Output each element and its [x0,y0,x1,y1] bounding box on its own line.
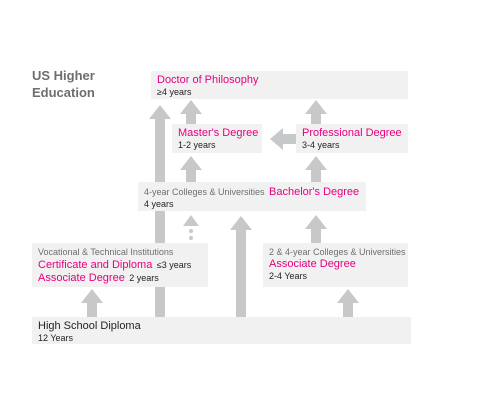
associate-duration: 2-4 Years [269,271,308,281]
highschool-duration: 12 Years [38,333,74,343]
vocational-associate-duration: 2 years [129,273,159,283]
box-bachelors-degree: 4-year Colleges & Universities Bachelor'… [138,182,366,211]
associate-institution: 2 & 4-year Colleges & Universities [269,247,406,257]
box-masters-degree: Master's Degree 1-2 years [172,124,262,153]
professional-label: Professional Degree [302,127,402,139]
arrow-hs-to-associate [337,289,359,317]
bachelor-institution: 4-year Colleges & Universities [144,187,265,197]
box-associate-degree: 2 & 4-year Colleges & Universities Assoc… [263,243,408,287]
box-vocational-technical: Vocational & Technical Institutions Cert… [32,243,208,287]
masters-duration: 1-2 years [178,140,216,150]
bachelor-duration: 4 years [144,199,174,209]
box-high-school-diploma: High School Diploma 12 Years [32,317,411,344]
arrow-bachelor-to-masters [180,156,202,182]
arrow-masters-to-professional [270,128,296,150]
vocational-associate-label: Associate Degree [38,272,125,284]
highschool-label: High School Diploma [38,320,141,332]
masters-label: Master's Degree [178,127,259,139]
certificate-label: Certificate and Diploma [38,259,153,271]
arrow-associate-to-bachelor [305,215,327,243]
box-professional-degree: Professional Degree 3-4 years [296,124,408,153]
title-line-1: US Higher [32,68,95,83]
phd-duration: ≥4 years [157,87,192,97]
box-doctor-of-philosophy: Doctor of Philosophy ≥4 years [151,71,408,99]
diagram-title: US Higher Education [32,67,95,101]
arrow-hs-to-phd [149,105,171,317]
associate-label: Associate Degree [269,258,356,270]
certificate-duration: ≤3 years [156,260,192,270]
vocational-institution: Vocational & Technical Institutions [38,247,174,257]
professional-duration: 3-4 years [302,140,340,150]
arrow-vocational-to-bachelor-dotted [183,215,199,240]
arrow-masters-to-phd [180,100,202,124]
phd-label: Doctor of Philosophy [157,74,259,86]
arrow-professional-to-phd [305,100,327,124]
arrow-hs-to-vocational [81,289,103,317]
title-line-2: Education [32,85,95,100]
arrow-hs-to-bachelor [230,216,252,317]
arrow-bachelor-to-professional [305,156,327,182]
bachelor-label: Bachelor's Degree [269,186,360,198]
